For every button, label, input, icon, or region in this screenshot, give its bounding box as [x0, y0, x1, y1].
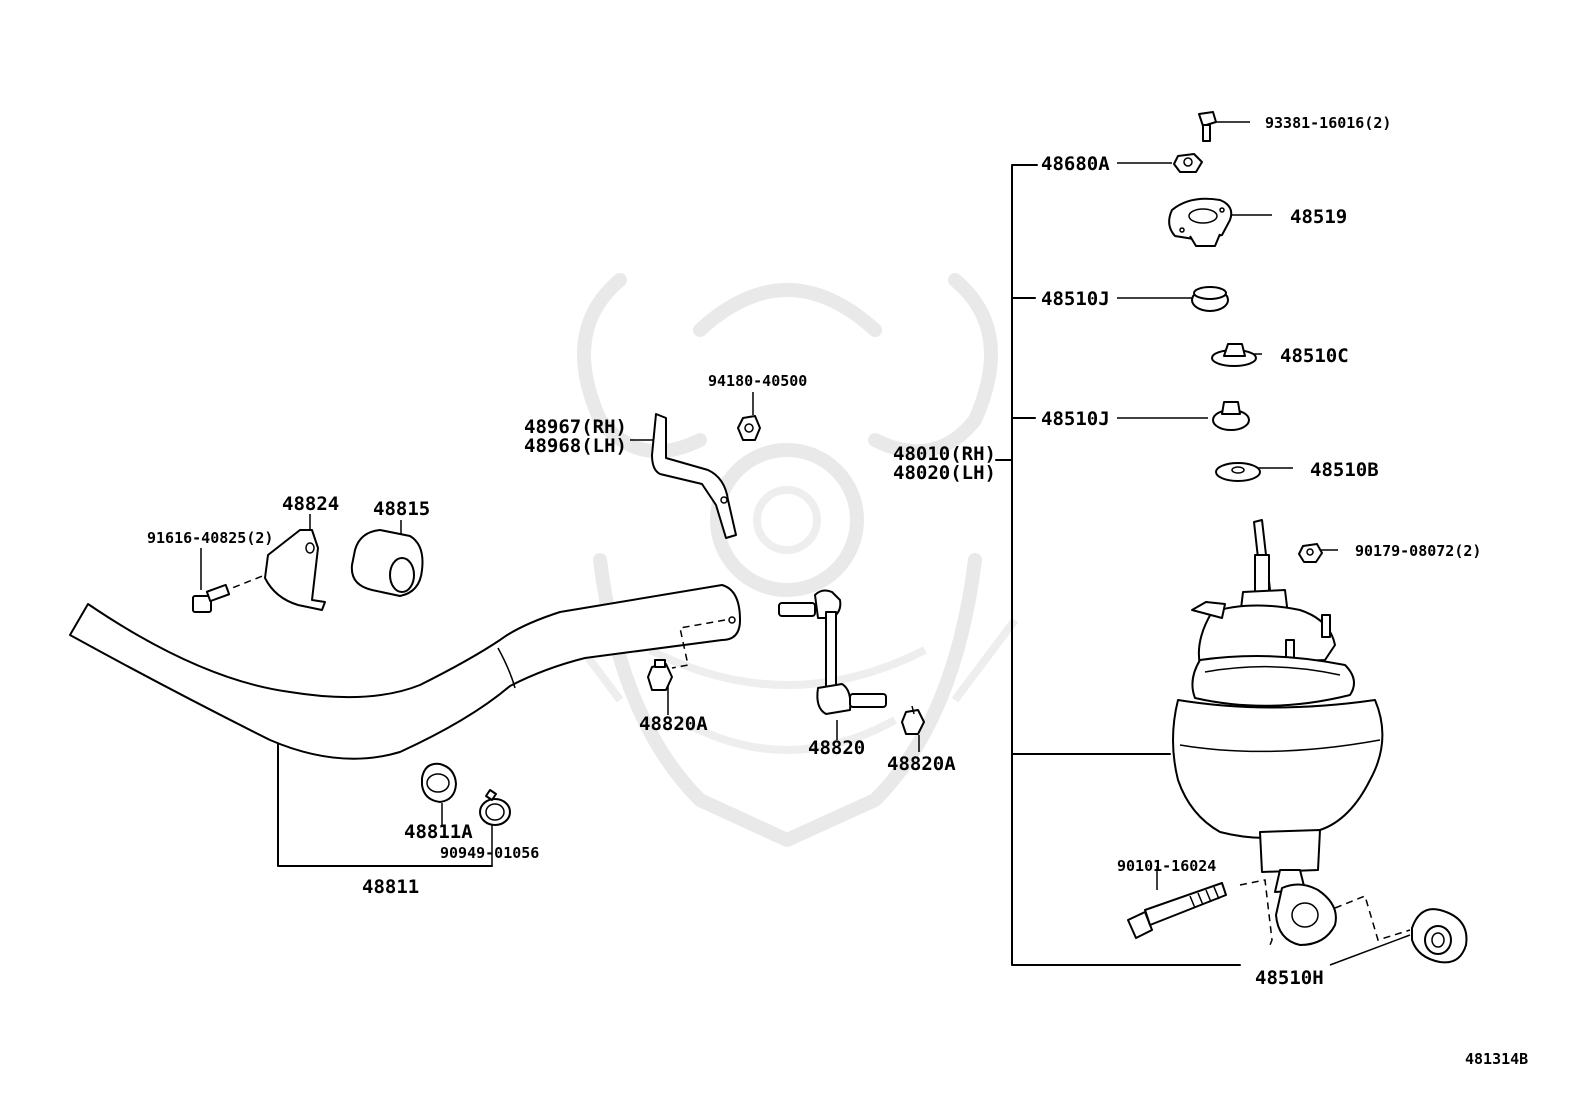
label-48811a: 48811A: [404, 821, 473, 843]
bolt-90101: [1127, 882, 1227, 939]
label-48510c: 48510C: [1280, 345, 1349, 367]
dash-bar-to-nut: [671, 619, 726, 669]
label-48967-rh: 48967(RH): [524, 416, 627, 438]
nut-48680a: [1173, 153, 1203, 173]
stabilizer-bar: [69, 584, 741, 760]
nut-48820a-left: [647, 659, 673, 691]
watermark-emblem: [556, 273, 1019, 847]
retainer-48510c: [1211, 343, 1257, 367]
bushing-48510h: [1411, 908, 1468, 964]
label-48680a: 48680A: [1041, 153, 1110, 175]
cushion-48510j-top: [1191, 286, 1229, 312]
link-48820: [778, 589, 887, 715]
dash-shock-bushing: [1334, 894, 1411, 941]
label-48820a-right: 48820A: [887, 753, 956, 775]
cushion-48510j-bottom: [1212, 401, 1250, 431]
label-90101-16024: 90101-16024: [1117, 857, 1216, 875]
label-48510j-bottom: 48510J: [1041, 408, 1110, 430]
label-48510j-top: 48510J: [1041, 288, 1110, 310]
label-93381-16016: 93381-16016(2): [1265, 114, 1391, 132]
bracket-48824: [264, 529, 326, 611]
label-48519: 48519: [1290, 206, 1347, 228]
clamp-90949: [479, 789, 511, 826]
label-48020-lh: 48020(LH): [893, 462, 996, 484]
label-48510h: 48510H: [1255, 967, 1324, 989]
label-90949-01056: 90949-01056: [440, 844, 539, 862]
label-48820a-left: 48820A: [639, 713, 708, 735]
label-48811: 48811: [362, 876, 419, 898]
label-48010-rh: 48010(RH): [893, 443, 996, 465]
bolt-91616: [192, 583, 231, 613]
label-48815: 48815: [373, 498, 430, 520]
washer-48510b: [1215, 462, 1261, 482]
dash-bolt-shock: [1239, 879, 1273, 946]
mount-48519: [1168, 197, 1233, 247]
figure-id: 481314B: [1465, 1050, 1528, 1068]
bolt-93381: [1198, 111, 1217, 142]
nut-48820a-right: [901, 705, 925, 735]
label-48820: 48820: [808, 737, 865, 759]
label-48824: 48824: [282, 493, 339, 515]
label-94180-40500: 94180-40500: [708, 372, 807, 390]
label-48968-lh: 48968(LH): [524, 435, 627, 457]
dash-bolt-bracket: [221, 574, 266, 593]
part-labels: 93381-16016(2) 48680A 48519 48510J 48510…: [147, 114, 1528, 1068]
shock-absorber-48010: [1172, 519, 1384, 946]
bushing-48811a: [421, 762, 457, 803]
label-91616-40825: 91616-40825(2): [147, 529, 273, 547]
bracket-48967: [651, 413, 737, 539]
label-48510b: 48510B: [1310, 459, 1379, 481]
nut-94180: [737, 415, 761, 441]
bushing-48815: [350, 529, 424, 597]
nut-90179: [1298, 543, 1323, 563]
label-90179-08072: 90179-08072(2): [1355, 542, 1481, 560]
